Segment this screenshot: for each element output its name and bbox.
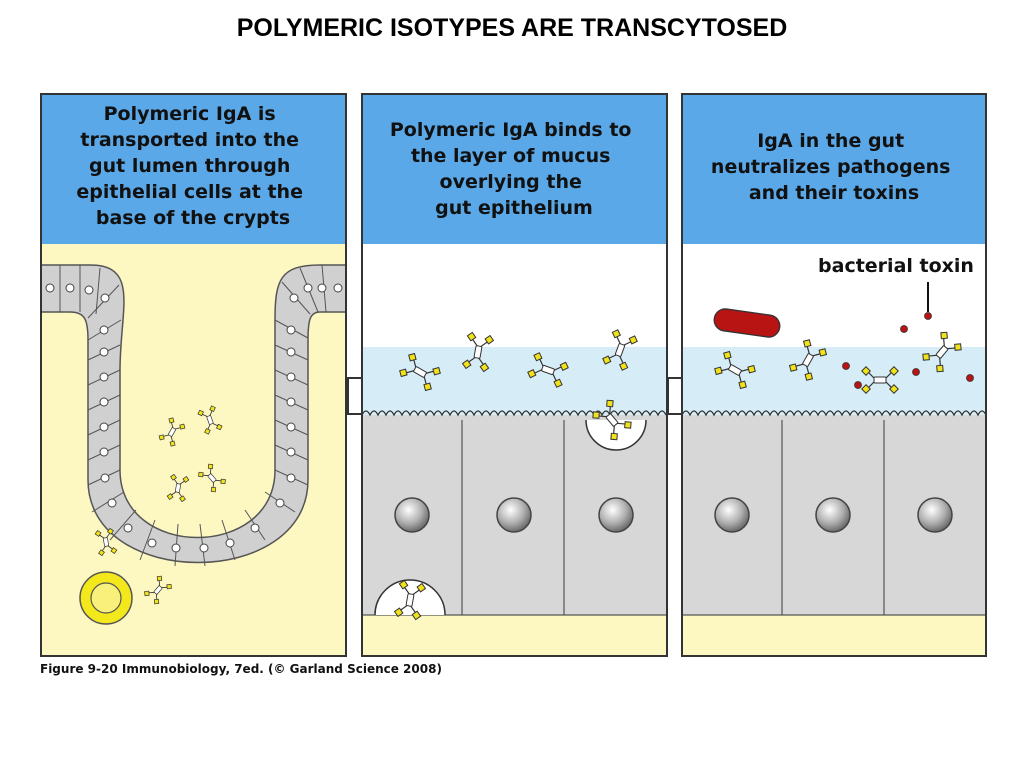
panel-1: Polymeric IgA is transported into the gu… bbox=[41, 94, 346, 656]
panel-1-header: Polymeric IgA is transported into the gu… bbox=[76, 103, 309, 229]
bacterial-toxin-label: bacterial toxin bbox=[818, 255, 974, 277]
plasma-cell-nucleus bbox=[91, 583, 121, 613]
nucleus bbox=[497, 498, 531, 532]
nucleus bbox=[816, 498, 850, 532]
nucleus bbox=[715, 498, 749, 532]
lamina-propria bbox=[682, 615, 986, 656]
mucus-layer bbox=[362, 347, 667, 415]
gut-lumen bbox=[362, 244, 667, 347]
nucleus bbox=[918, 498, 952, 532]
panel-3: IgA in the gut neutralizes pathogens and… bbox=[682, 94, 986, 656]
panel-2-header-bg bbox=[362, 94, 667, 244]
figure-caption: Figure 9-20 Immunobiology, 7ed. (© Garla… bbox=[40, 662, 442, 676]
nucleus bbox=[395, 498, 429, 532]
lamina-propria bbox=[362, 615, 667, 656]
panel-2: Polymeric IgA binds to the layer of mucu… bbox=[362, 94, 667, 656]
nucleus bbox=[599, 498, 633, 532]
